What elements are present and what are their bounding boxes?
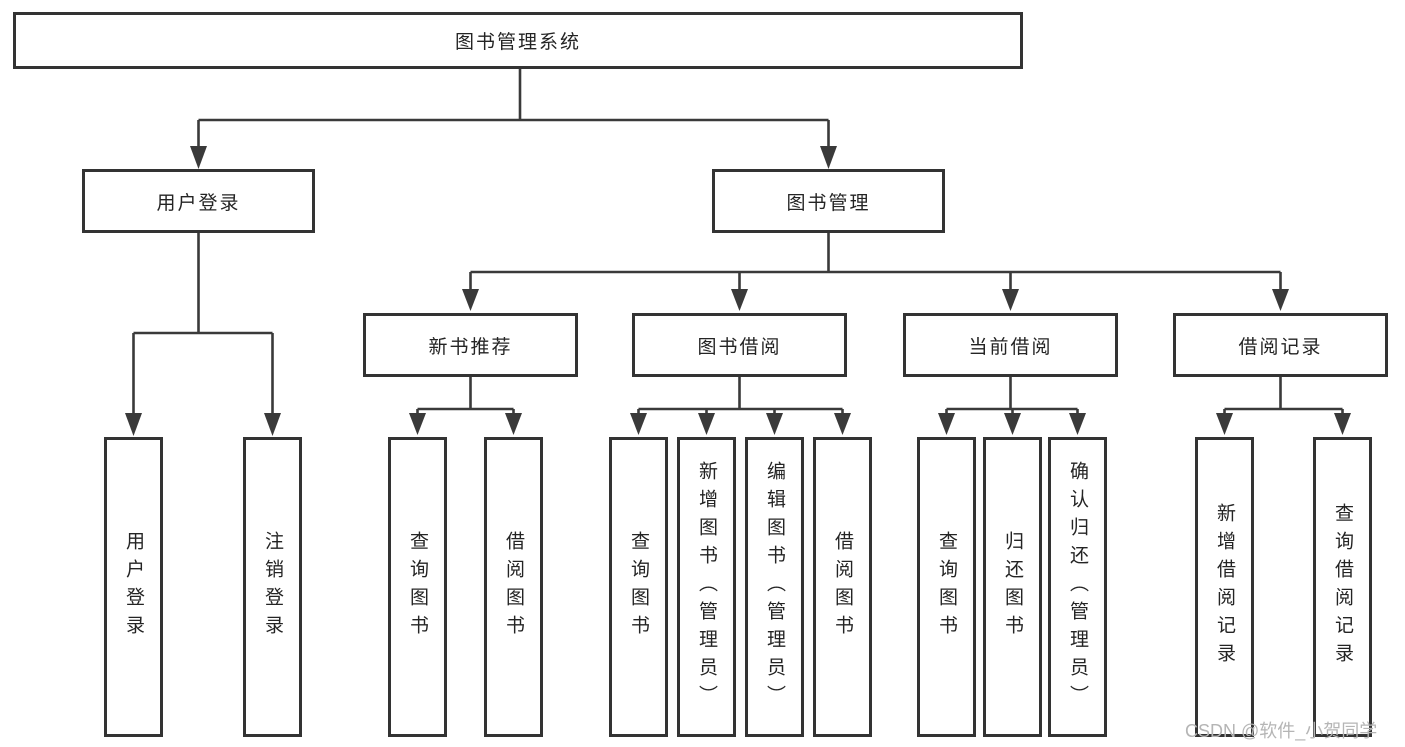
node-label: 查询图书 [407,531,428,643]
node-label: 确认归还（管理员） [1067,461,1088,713]
node-label: 借阅图书 [503,531,524,643]
leaf-query-books-recommend: 查询图书 [388,437,447,737]
node-label: 用户登录 [156,192,241,214]
node-label: 借阅记录 [1238,336,1323,358]
node-book-management: 图书管理 [712,169,945,233]
node-label: 查询图书 [936,531,957,643]
leaf-confirm-return-admin: 确认归还（管理员） [1048,437,1107,737]
leaf-return-books: 归还图书 [983,437,1042,737]
connector-root-to-level1 [190,69,837,169]
leaf-query-borrow-record: 查询借阅记录 [1313,437,1372,737]
node-user-login: 用户登录 [82,169,315,233]
node-book-borrowing: 图书借阅 [632,313,847,377]
node-label: 新书推荐 [428,336,513,358]
node-label: 图书借阅 [697,336,782,358]
node-label: 新增借阅记录 [1214,503,1235,671]
leaf-user-login: 用户登录 [104,437,163,737]
node-label: 当前借阅 [968,336,1053,358]
node-label: 用户登录 [123,531,144,643]
node-label: 查询借阅记录 [1332,503,1353,671]
connector-borrowing-records-to-leaves [1216,377,1351,435]
node-current-borrowing: 当前借阅 [903,313,1118,377]
node-label: 查询图书 [628,531,649,643]
leaf-add-books-admin: 新增图书（管理员） [677,437,736,737]
node-new-book-recommend: 新书推荐 [363,313,578,377]
node-library-management-system: 图书管理系统 [13,12,1023,69]
leaf-query-books-current: 查询图书 [917,437,976,737]
leaf-edit-books-admin: 编辑图书（管理员） [745,437,804,737]
connector-user-login-to-leaves [125,233,281,436]
connector-current-borrowing-to-leaves [938,377,1086,435]
leaf-borrow-books-borrowing: 借阅图书 [813,437,872,737]
node-label: 借阅图书 [832,531,853,643]
connector-new-book-recommend-to-leaves [409,377,522,435]
connector-book-borrowing-to-leaves [630,377,851,435]
node-label: 注销登录 [262,531,283,643]
node-label: 编辑图书（管理员） [764,461,785,713]
node-label: 图书管理系统 [454,32,581,53]
node-label: 归还图书 [1002,531,1023,643]
leaf-logout: 注销登录 [243,437,302,737]
node-label: 新增图书（管理员） [696,461,717,713]
node-label: 图书管理 [786,192,871,214]
connector-book-management-to-level2 [462,233,1289,311]
leaf-query-books-borrowing: 查询图书 [609,437,668,737]
csdn-watermark: CSDN @软件_小贺同学 [1185,721,1378,741]
leaf-add-borrow-record: 新增借阅记录 [1195,437,1254,737]
node-borrowing-records: 借阅记录 [1173,313,1388,377]
leaf-borrow-books-recommend: 借阅图书 [484,437,543,737]
